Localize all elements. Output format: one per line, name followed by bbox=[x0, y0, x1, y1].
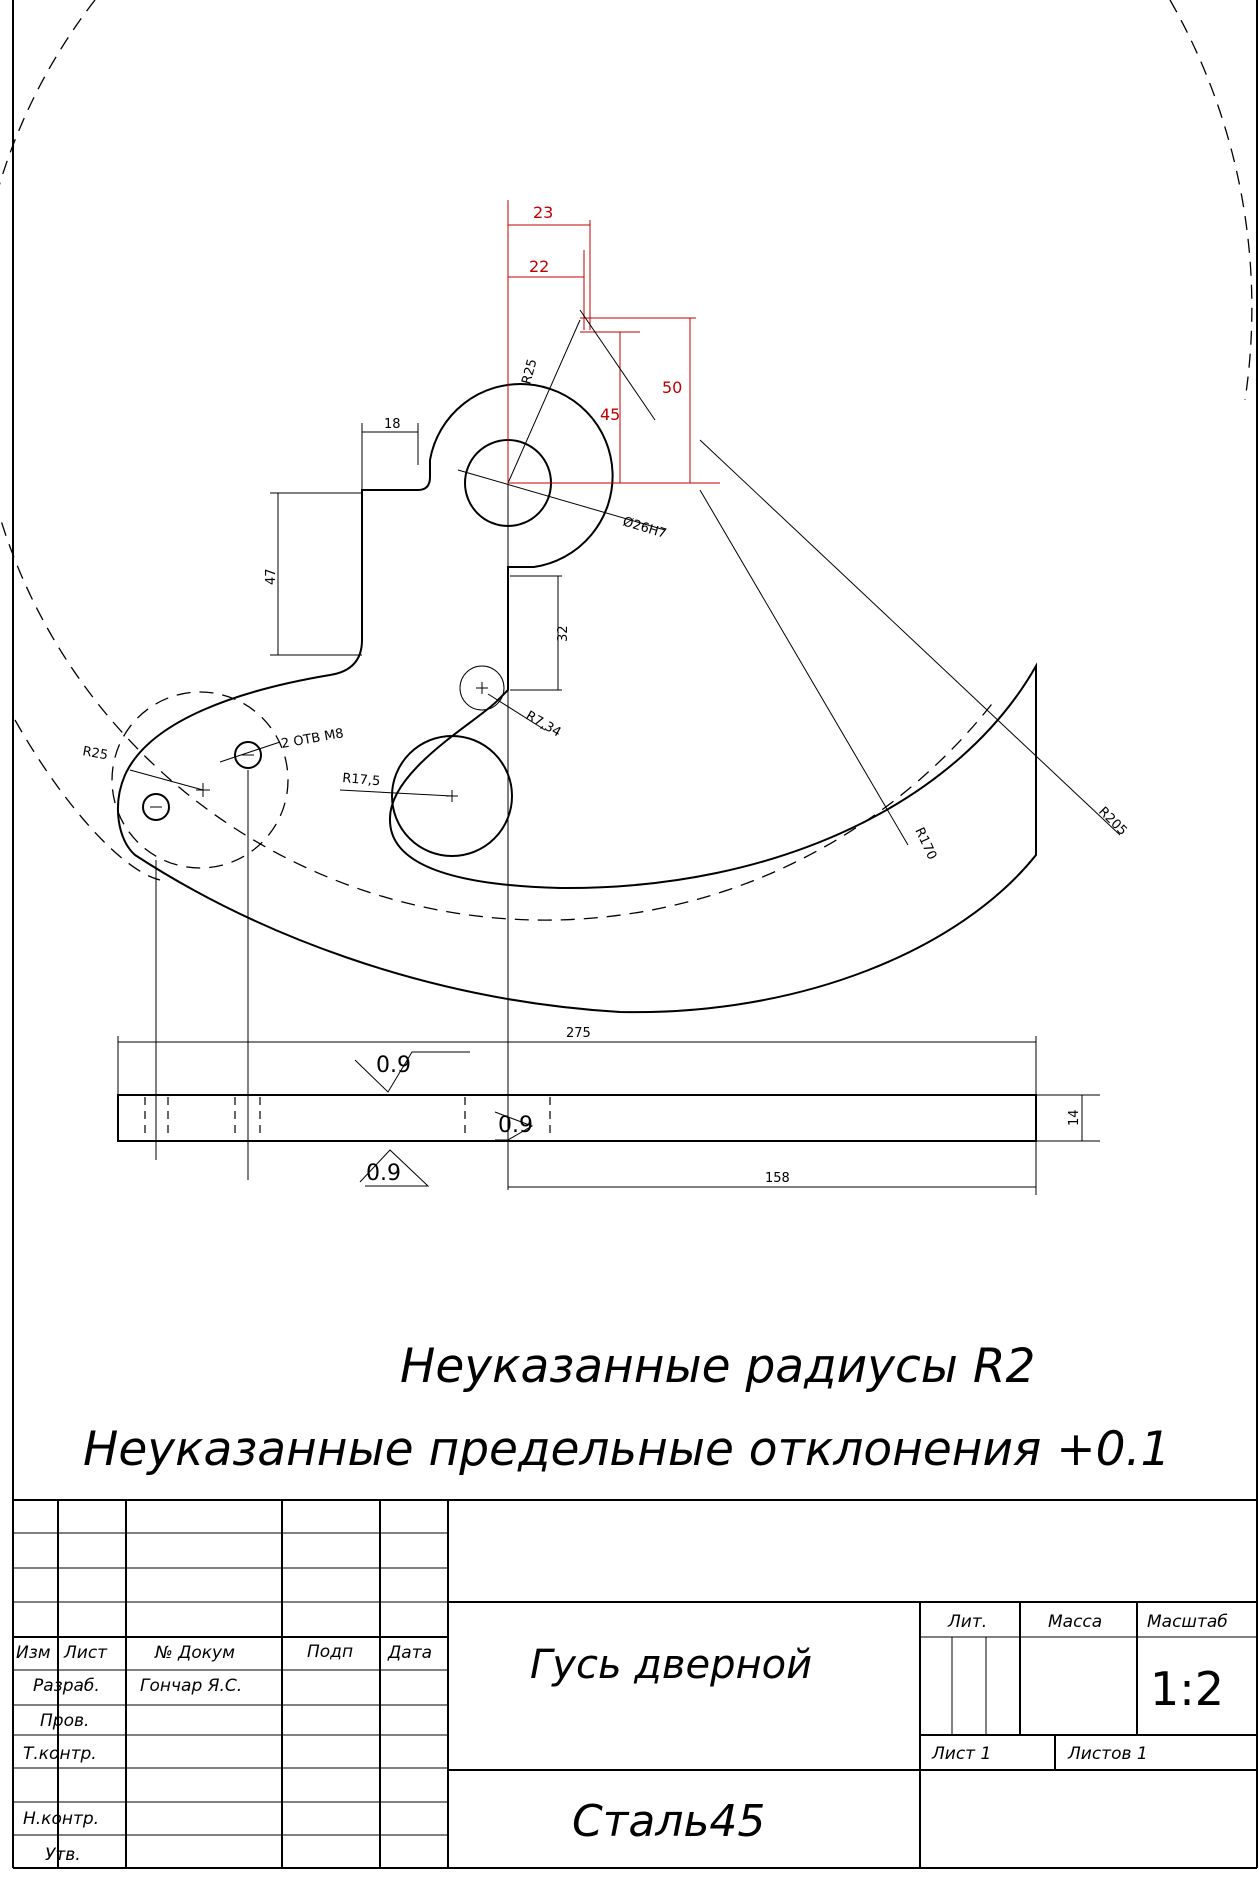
tb-row-utv: Утв. bbox=[45, 1845, 81, 1865]
dim-r175: R17,5 bbox=[342, 771, 381, 789]
tb-header-dokum: № Докум bbox=[154, 1643, 235, 1663]
lower-boss-circle bbox=[391, 735, 513, 857]
tb-row-razrab: Разраб. bbox=[33, 1676, 100, 1696]
m8-hole-left bbox=[142, 793, 170, 821]
side-view: 275 14 158 bbox=[117, 1026, 1100, 1195]
leader-lines bbox=[129, 319, 1121, 1190]
tb-header-list: Лист bbox=[63, 1643, 108, 1663]
dim-158: 158 bbox=[765, 1171, 790, 1186]
dim-r170: R170 bbox=[911, 825, 939, 862]
tb-scale-label: Масштаб bbox=[1147, 1612, 1228, 1632]
part-outline bbox=[117, 382, 1037, 1014]
plate-side-rect bbox=[117, 1094, 1037, 1142]
dim-18: 18 bbox=[384, 417, 401, 432]
dim-holes-m8: 2 ОТВ М8 bbox=[280, 726, 345, 752]
roughness-mid: 0.9 bbox=[498, 1113, 533, 1138]
dim-32: 32 bbox=[556, 625, 571, 642]
roughness-marks: 0.9 0.9 0.9 bbox=[354, 1051, 534, 1187]
dim-14: 14 bbox=[1067, 1109, 1082, 1126]
note-tolerances: Неуказанные предельные отклонения +0.1 bbox=[83, 1422, 1170, 1477]
m8-hole-right bbox=[234, 741, 262, 769]
tb-header-data: Дата bbox=[387, 1643, 432, 1663]
tb-author: Гончар Я.С. bbox=[140, 1676, 242, 1696]
dim-r205: R205 bbox=[1095, 804, 1130, 839]
tb-sheet: Лист 1 bbox=[931, 1744, 991, 1764]
tb-row-tkontr: Т.контр. bbox=[23, 1744, 97, 1764]
dim-50: 50 bbox=[662, 378, 682, 397]
tb-row-prov: Пров. bbox=[40, 1711, 89, 1731]
dim-hole: Ø26H7 bbox=[621, 514, 668, 541]
dim-47: 47 bbox=[264, 568, 279, 585]
tb-mass-label: Масса bbox=[1048, 1612, 1102, 1632]
tb-header-podp: Подп bbox=[307, 1642, 353, 1662]
dim-23: 23 bbox=[533, 203, 553, 222]
tb-lit-label: Лит. bbox=[947, 1612, 987, 1632]
dim-r7: R7,34 bbox=[523, 708, 563, 740]
red-dimension-lines bbox=[507, 200, 720, 484]
tb-row-nkontr: Н.контр. bbox=[23, 1809, 99, 1829]
tb-sheets: Листов 1 bbox=[1067, 1744, 1148, 1764]
tb-header-izm: Изм bbox=[16, 1643, 51, 1663]
center-marks bbox=[150, 682, 488, 808]
dim-275: 275 bbox=[566, 1026, 591, 1041]
note-radii: Неуказанные радиусы R2 bbox=[400, 1339, 1035, 1394]
tb-material: Сталь45 bbox=[572, 1796, 765, 1847]
dim-r25-left: R25 bbox=[81, 744, 109, 763]
tb-scale-value: 1:2 bbox=[1150, 1662, 1224, 1716]
construction-circles bbox=[0, 0, 1253, 921]
dim-22: 22 bbox=[529, 257, 549, 276]
roughness-bottom: 0.9 bbox=[366, 1161, 401, 1186]
title-block: Изм Лист № Докум Подп Дата Разраб. Гонча… bbox=[13, 1499, 1257, 1868]
black-dimension-lines bbox=[270, 423, 562, 691]
dim-45: 45 bbox=[600, 405, 620, 424]
roughness-top: 0.9 bbox=[376, 1053, 411, 1078]
dim-r25-top: R25 bbox=[519, 357, 540, 386]
tb-part-name: Гусь дверной bbox=[530, 1642, 812, 1688]
